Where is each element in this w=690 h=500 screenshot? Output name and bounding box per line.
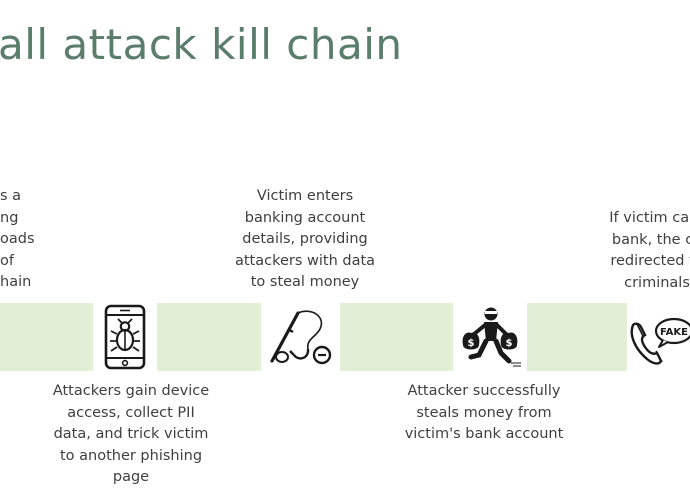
step-2-icon-box	[93, 303, 157, 371]
fishing-hook-icon	[269, 310, 331, 365]
timeline-band-segment	[527, 303, 627, 371]
phone-bug-icon	[104, 304, 146, 370]
step-4-icon-box: $ $	[453, 303, 527, 371]
timeline-band-segment	[340, 303, 453, 371]
timeline-band-segment	[0, 303, 93, 371]
step-5-icon-box: FAKE	[627, 303, 690, 371]
step-3-icon-box	[261, 303, 340, 371]
step-2-text: Attackers gain device access, collect PI…	[52, 383, 210, 485]
fake-call-icon: FAKE	[630, 317, 690, 365]
step-5-text: If victim calls bank, the ca redirected …	[609, 210, 690, 291]
page-title: all attack kill chain	[0, 20, 403, 69]
step-3-text: Victim enters banking account details, p…	[234, 188, 376, 290]
money-bag-label: $	[506, 338, 513, 349]
step-1-text: s a ng oads of hain	[0, 188, 35, 290]
money-bag-label: $	[468, 338, 475, 349]
timeline-band-segment	[157, 303, 261, 371]
fake-badge-label: FAKE	[660, 327, 688, 338]
step-4-text: Attacker successfully steals money from …	[404, 383, 564, 442]
thief-money-bags-icon: $ $	[462, 307, 521, 367]
